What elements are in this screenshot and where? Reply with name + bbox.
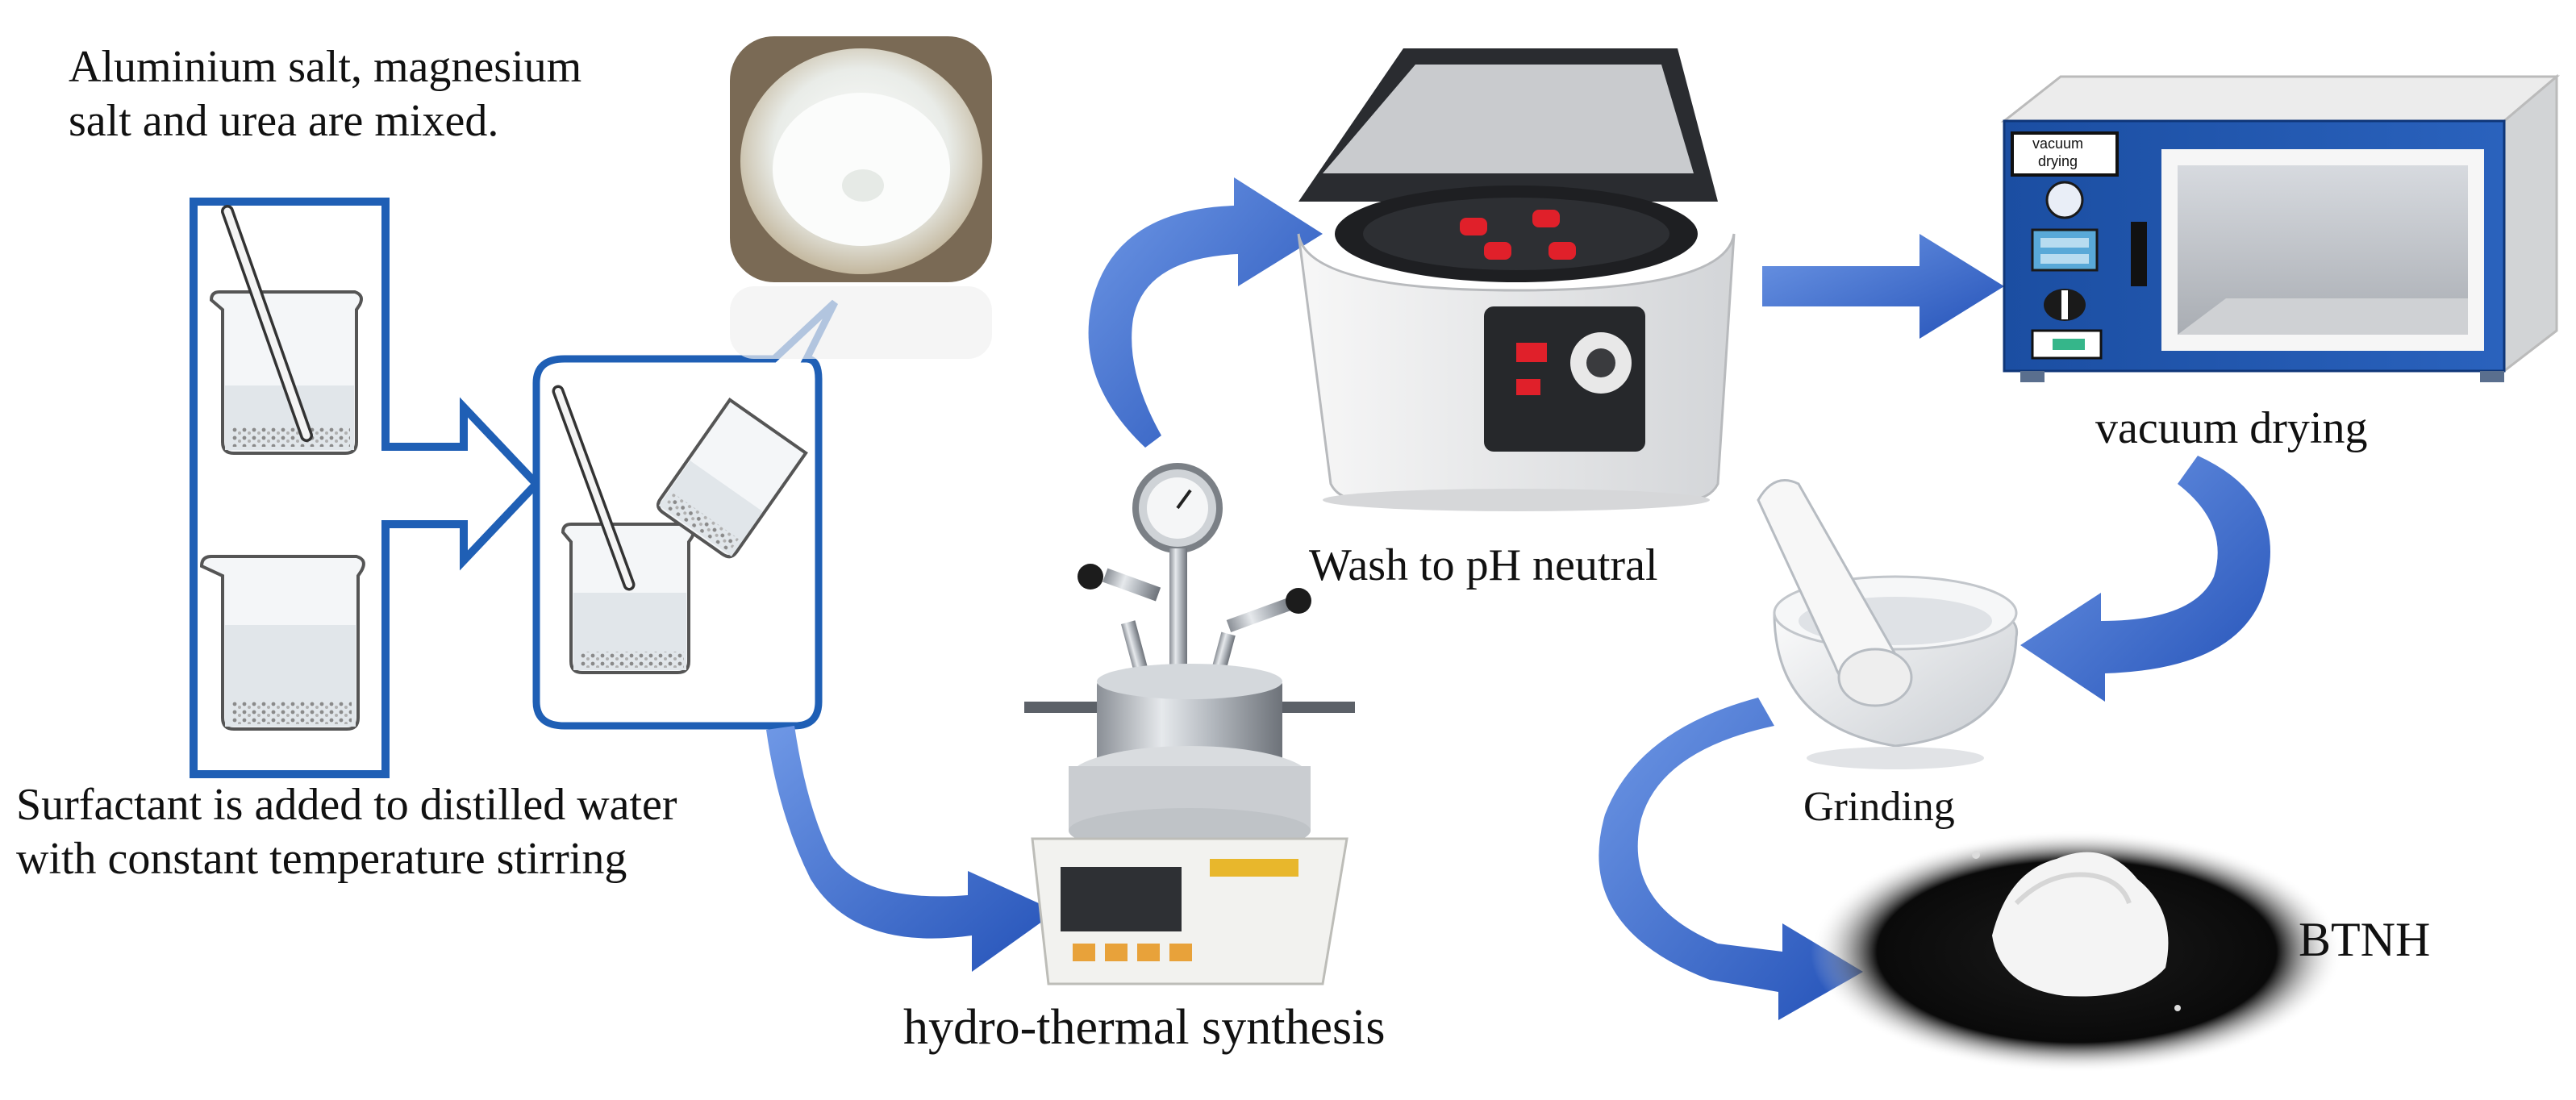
mixing-callout-box [532, 299, 839, 730]
surfactant-label-line2: with constant temperature stirring [16, 834, 627, 884]
surfactant-label-line1: Surfactant is added to distilled water [16, 780, 677, 830]
beaker-bottom [199, 555, 365, 731]
vacuum-oven-image [2000, 73, 2561, 382]
centrifuge-image [1297, 48, 1736, 511]
wash-label: Wash to pH neutral [1309, 540, 1658, 590]
powder-product-image [1811, 831, 2343, 1073]
flow-arrows [766, 177, 2270, 1020]
product-label: BTNH [2299, 913, 2431, 966]
hydrothermal-label: hydro-thermal synthesis [903, 1000, 1386, 1055]
suspension-photo [730, 36, 992, 359]
vacuum-drying-label: vacuum drying [2095, 403, 2368, 453]
reactor-image [1024, 463, 1355, 985]
grinding-label: Grinding [1803, 784, 1955, 830]
mix-label-line1: Aluminium salt, magnesium [69, 42, 582, 92]
oven-tag-line1: vacuum [2032, 135, 2084, 152]
beaker-with-stirrer-top [209, 205, 363, 455]
mortar-pestle-image [1757, 479, 2019, 769]
oven-tag-line2: drying [2038, 153, 2078, 169]
left-beaker-frame [190, 198, 542, 778]
mix-label-line2: salt and urea are mixed. [69, 96, 499, 146]
